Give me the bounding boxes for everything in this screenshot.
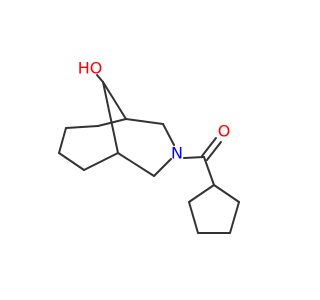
atom-carbonyl-oxygen-label: O — [218, 122, 231, 141]
bond-c9-c5 — [102, 81, 119, 154]
structure-diagram: HO N O — [58, 59, 240, 234]
bond-n-c4 — [153, 158, 172, 177]
bond-c7-c6 — [58, 127, 67, 154]
bond-c2-n — [162, 123, 175, 146]
bond-c4-c5 — [117, 152, 155, 177]
bond-cp4-cp5 — [188, 201, 199, 234]
bond-c1-c2 — [125, 118, 164, 125]
bond-c6-c5a — [58, 152, 85, 171]
atom-labels: HO N O — [78, 59, 231, 163]
bond-c9-oh — [96, 74, 104, 83]
bond-n-carbonyl — [183, 156, 205, 159]
bond-carbonyl-cyclopentyl — [203, 156, 215, 186]
bond-c9-c1 — [102, 81, 127, 120]
atom-nitrogen-label: N — [171, 144, 183, 163]
bond-c5a-c5 — [83, 152, 119, 171]
bond-c1-c8 — [97, 118, 127, 127]
bond-carbonyl-double-b — [206, 141, 222, 161]
bond-carbonyl-double-a — [201, 137, 217, 157]
atom-hydroxyl-label: HO — [78, 59, 103, 78]
bond-cp5-cp1 — [188, 184, 215, 203]
bond-cp1-cp2 — [213, 184, 240, 203]
bonds — [58, 74, 240, 234]
molecule-canvas: HO N O — [58, 59, 240, 234]
bond-cp2-cp3 — [229, 201, 240, 234]
bond-c8-c7 — [65, 125, 99, 129]
